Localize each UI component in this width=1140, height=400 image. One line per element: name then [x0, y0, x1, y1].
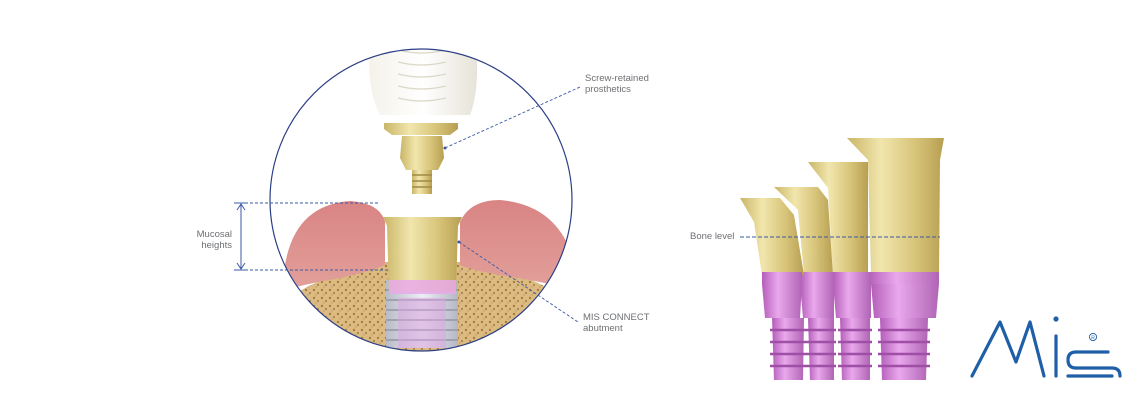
prosthetic-base	[384, 123, 458, 135]
label-mis-connect-abutment: MIS CONNECT abutment	[583, 313, 650, 334]
mis-logo	[972, 316, 1120, 376]
label-bone-level: Bone level	[690, 232, 734, 243]
label-screw-retained-prosthetics: Screw-retained prosthetics	[585, 74, 649, 95]
registered-mark-icon: R	[1089, 333, 1096, 341]
svg-text:R: R	[1091, 335, 1095, 341]
magnified-view	[260, 40, 590, 360]
abutment-series	[740, 138, 944, 380]
label-mucosal-heights: Mucosal heights	[186, 230, 232, 251]
abutment-1	[740, 198, 806, 380]
